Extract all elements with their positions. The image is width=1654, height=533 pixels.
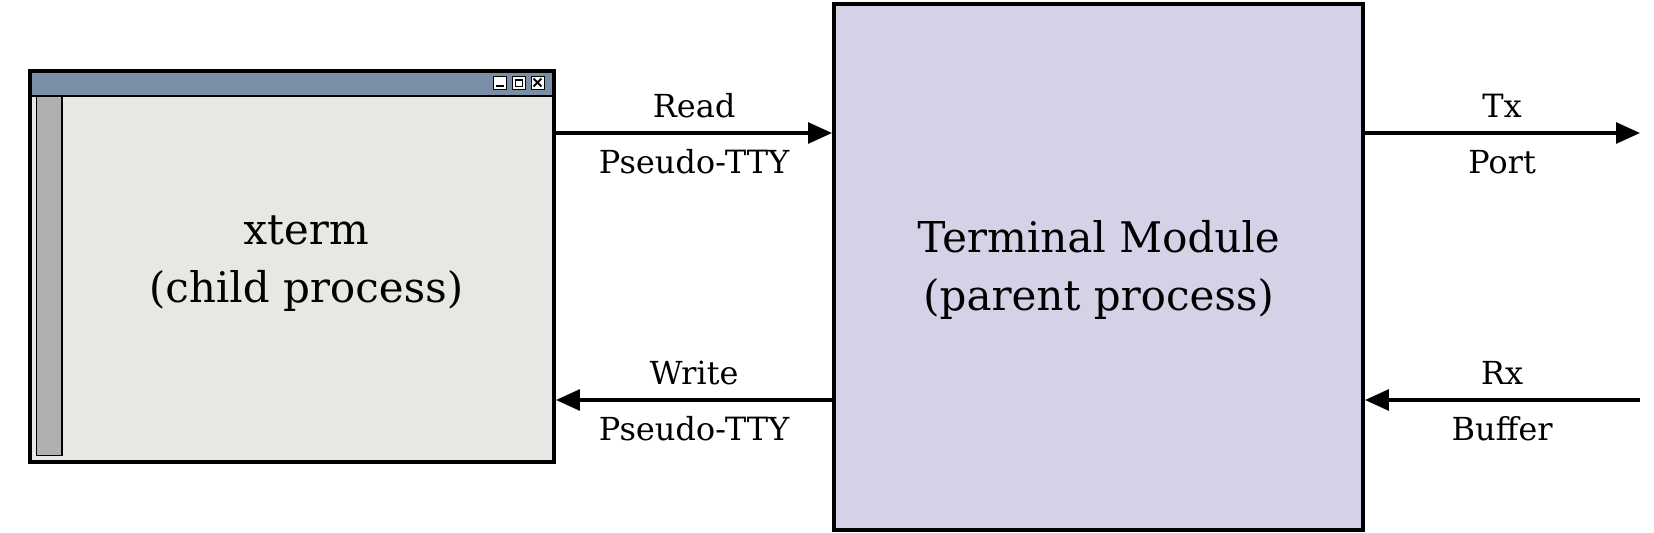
module-label: Terminal Module (parent process) [836, 209, 1361, 325]
tx-sublabel: Port [1468, 143, 1536, 181]
close-icon[interactable] [531, 76, 545, 90]
tx-label: Tx [1482, 87, 1522, 125]
xterm-label: xterm (child process) [60, 201, 552, 317]
module-subtitle: (parent process) [923, 271, 1274, 320]
write-sublabel: Pseudo-TTY [598, 410, 790, 448]
rx-label: Rx [1480, 354, 1524, 392]
maximize-icon[interactable] [512, 76, 526, 90]
write-label: Write [649, 354, 739, 392]
xterm-scrollbar[interactable] [36, 97, 63, 456]
write-arrow [556, 389, 832, 411]
read-label: Read [652, 87, 736, 125]
xterm-title: xterm [243, 205, 369, 254]
tx-arrow [1365, 122, 1640, 144]
terminal-module-box: Terminal Module (parent process) [832, 2, 1365, 532]
xterm-titlebar [32, 73, 552, 97]
read-sublabel: Pseudo-TTY [598, 143, 790, 181]
minimize-icon[interactable] [493, 76, 507, 90]
rx-arrow [1365, 389, 1640, 411]
read-arrow [556, 122, 832, 144]
xterm-window: xterm (child process) [28, 69, 556, 464]
module-title: Terminal Module [917, 213, 1280, 262]
rx-sublabel: Buffer [1451, 410, 1553, 448]
xterm-subtitle: (child process) [148, 263, 464, 312]
